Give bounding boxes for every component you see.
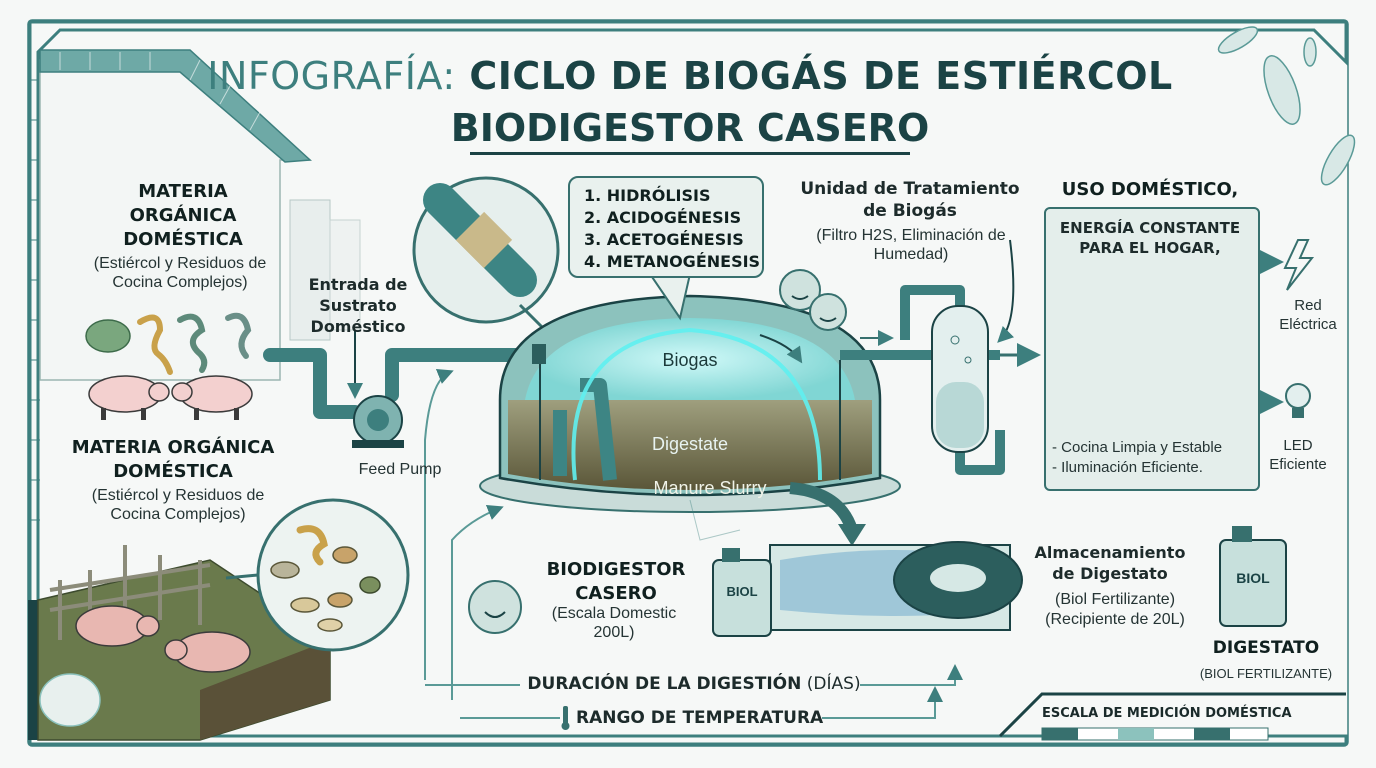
duration-unit: (DÍAS) <box>806 674 861 694</box>
duration-label: DURACIÓN DE LA DIGESTIÓN (DÍAS) <box>524 674 864 694</box>
biol-jug-icon <box>712 526 1287 637</box>
feed-pump-label: Feed Pump <box>358 461 442 478</box>
microbe-smiley-icon <box>468 269 847 634</box>
kitchen-scraps-icon <box>85 312 252 375</box>
duration-bold: DURACIÓN DE LA DIGESTIÓN <box>527 674 802 694</box>
grid-label: Red Eléctrica <box>1279 297 1337 333</box>
farm-pen-illustration <box>37 545 331 741</box>
title-line-1: INFOGRAFÍA: CICLO DE BIOGÁS DE ESTIÉRCOL <box>190 54 1190 98</box>
flow-lines <box>424 369 963 719</box>
scale-label: ESCALA DE MEDICIÓN DOMÉSTICA <box>1042 706 1292 721</box>
process-step-1: 1. HIDRÓLISIS <box>584 186 711 205</box>
process-steps-box: 1. HIDRÓLISIS 2. ACIDOGÉNESIS 3. ACETOGÉ… <box>568 176 764 278</box>
title-prefix: INFOGRAFÍA: <box>207 54 456 98</box>
scale-bar <box>998 692 1346 741</box>
storage-sub-1: (Biol Fertilizante) <box>1054 591 1176 608</box>
title-line-2: BIODIGESTOR CASERO <box>450 106 930 150</box>
feed-pump-icon <box>352 395 404 448</box>
organic-matter-heading-bottom: MATERIA ORGÁNICA DOMÉSTICA <box>71 437 275 482</box>
inlet-pipe <box>263 348 547 419</box>
organic-matter-sub-top: (Estiércol y Residuos de Cocina Complejo… <box>93 255 267 291</box>
storage-heading: Almacenamiento de Digestato <box>1034 543 1186 583</box>
digester-tank <box>479 294 901 513</box>
thermometer-icon <box>561 706 570 730</box>
inlet-label: Entrada de Sustrato Doméstico <box>308 275 408 336</box>
digester-name: BIODIGESTOR CASERO <box>546 559 686 604</box>
digestate-product-sub: (BIOL FERTILIZANTE) <box>1199 666 1333 681</box>
lightning-icon <box>1283 239 1315 291</box>
manure-slurry-label: Manure Slurry <box>653 478 767 498</box>
process-step-4: 4. METANOGÉNESIS <box>584 252 761 271</box>
biogas-label: Biogas <box>662 350 718 370</box>
storage-tank <box>769 541 1023 631</box>
biol-jug-label-left: BIOL <box>726 584 758 599</box>
organic-matter-sub-bottom: (Estiércol y Residuos de Cocina Complejo… <box>91 487 265 523</box>
house-illustration <box>39 49 361 381</box>
digester-scale: (Escala Domestic 200L) <box>551 605 677 641</box>
process-step-3: 3. ACETOGÉNESIS <box>584 230 744 249</box>
led-label: LED Eficiente <box>1269 437 1327 473</box>
domestic-use-box-heading: ENERGÍA CONSTANTE PARA EL HOGAR, <box>1059 219 1241 257</box>
domestic-use-bullet-1: - Cocina Limpia y Estable <box>1052 439 1223 456</box>
treatment-sub: (Filtro H2S, Eliminación de Humedad) <box>816 227 1006 263</box>
digestate-product-heading: DIGESTATO <box>1212 638 1320 658</box>
temperature-label: RANGO DE TEMPERATURA <box>576 708 824 728</box>
led-bulb-icon <box>1285 383 1311 418</box>
scraps-magnifier <box>225 498 410 652</box>
storage-sub-2: (Recipiente de 20L) <box>1045 611 1185 628</box>
domestic-use-bullet-2: - Iluminación Eficiente. <box>1052 459 1203 476</box>
pigs-icon <box>88 375 253 420</box>
title-main: CICLO DE BIOGÁS DE ESTIÉRCOL <box>469 54 1173 98</box>
organic-matter-heading-top: MATERIA ORGÁNICA DOMÉSTICA <box>123 181 243 250</box>
treatment-heading: Unidad de Tratamiento de Biogás <box>800 179 1020 221</box>
microbe-decoration <box>1217 26 1356 186</box>
domestic-use-heading: USO DOMÉSTICO, <box>1061 179 1239 200</box>
outlet-arrow <box>789 482 858 533</box>
process-step-2: 2. ACIDOGÉNESIS <box>584 208 742 227</box>
biol-jug-label-right: BIOL <box>1236 570 1270 586</box>
title-underline <box>470 152 910 155</box>
pipe-detail-magnifier <box>412 176 560 332</box>
filter-tank-icon <box>931 305 989 453</box>
domestic-use-box <box>1044 207 1260 491</box>
digestate-label: Digestate <box>651 434 729 454</box>
